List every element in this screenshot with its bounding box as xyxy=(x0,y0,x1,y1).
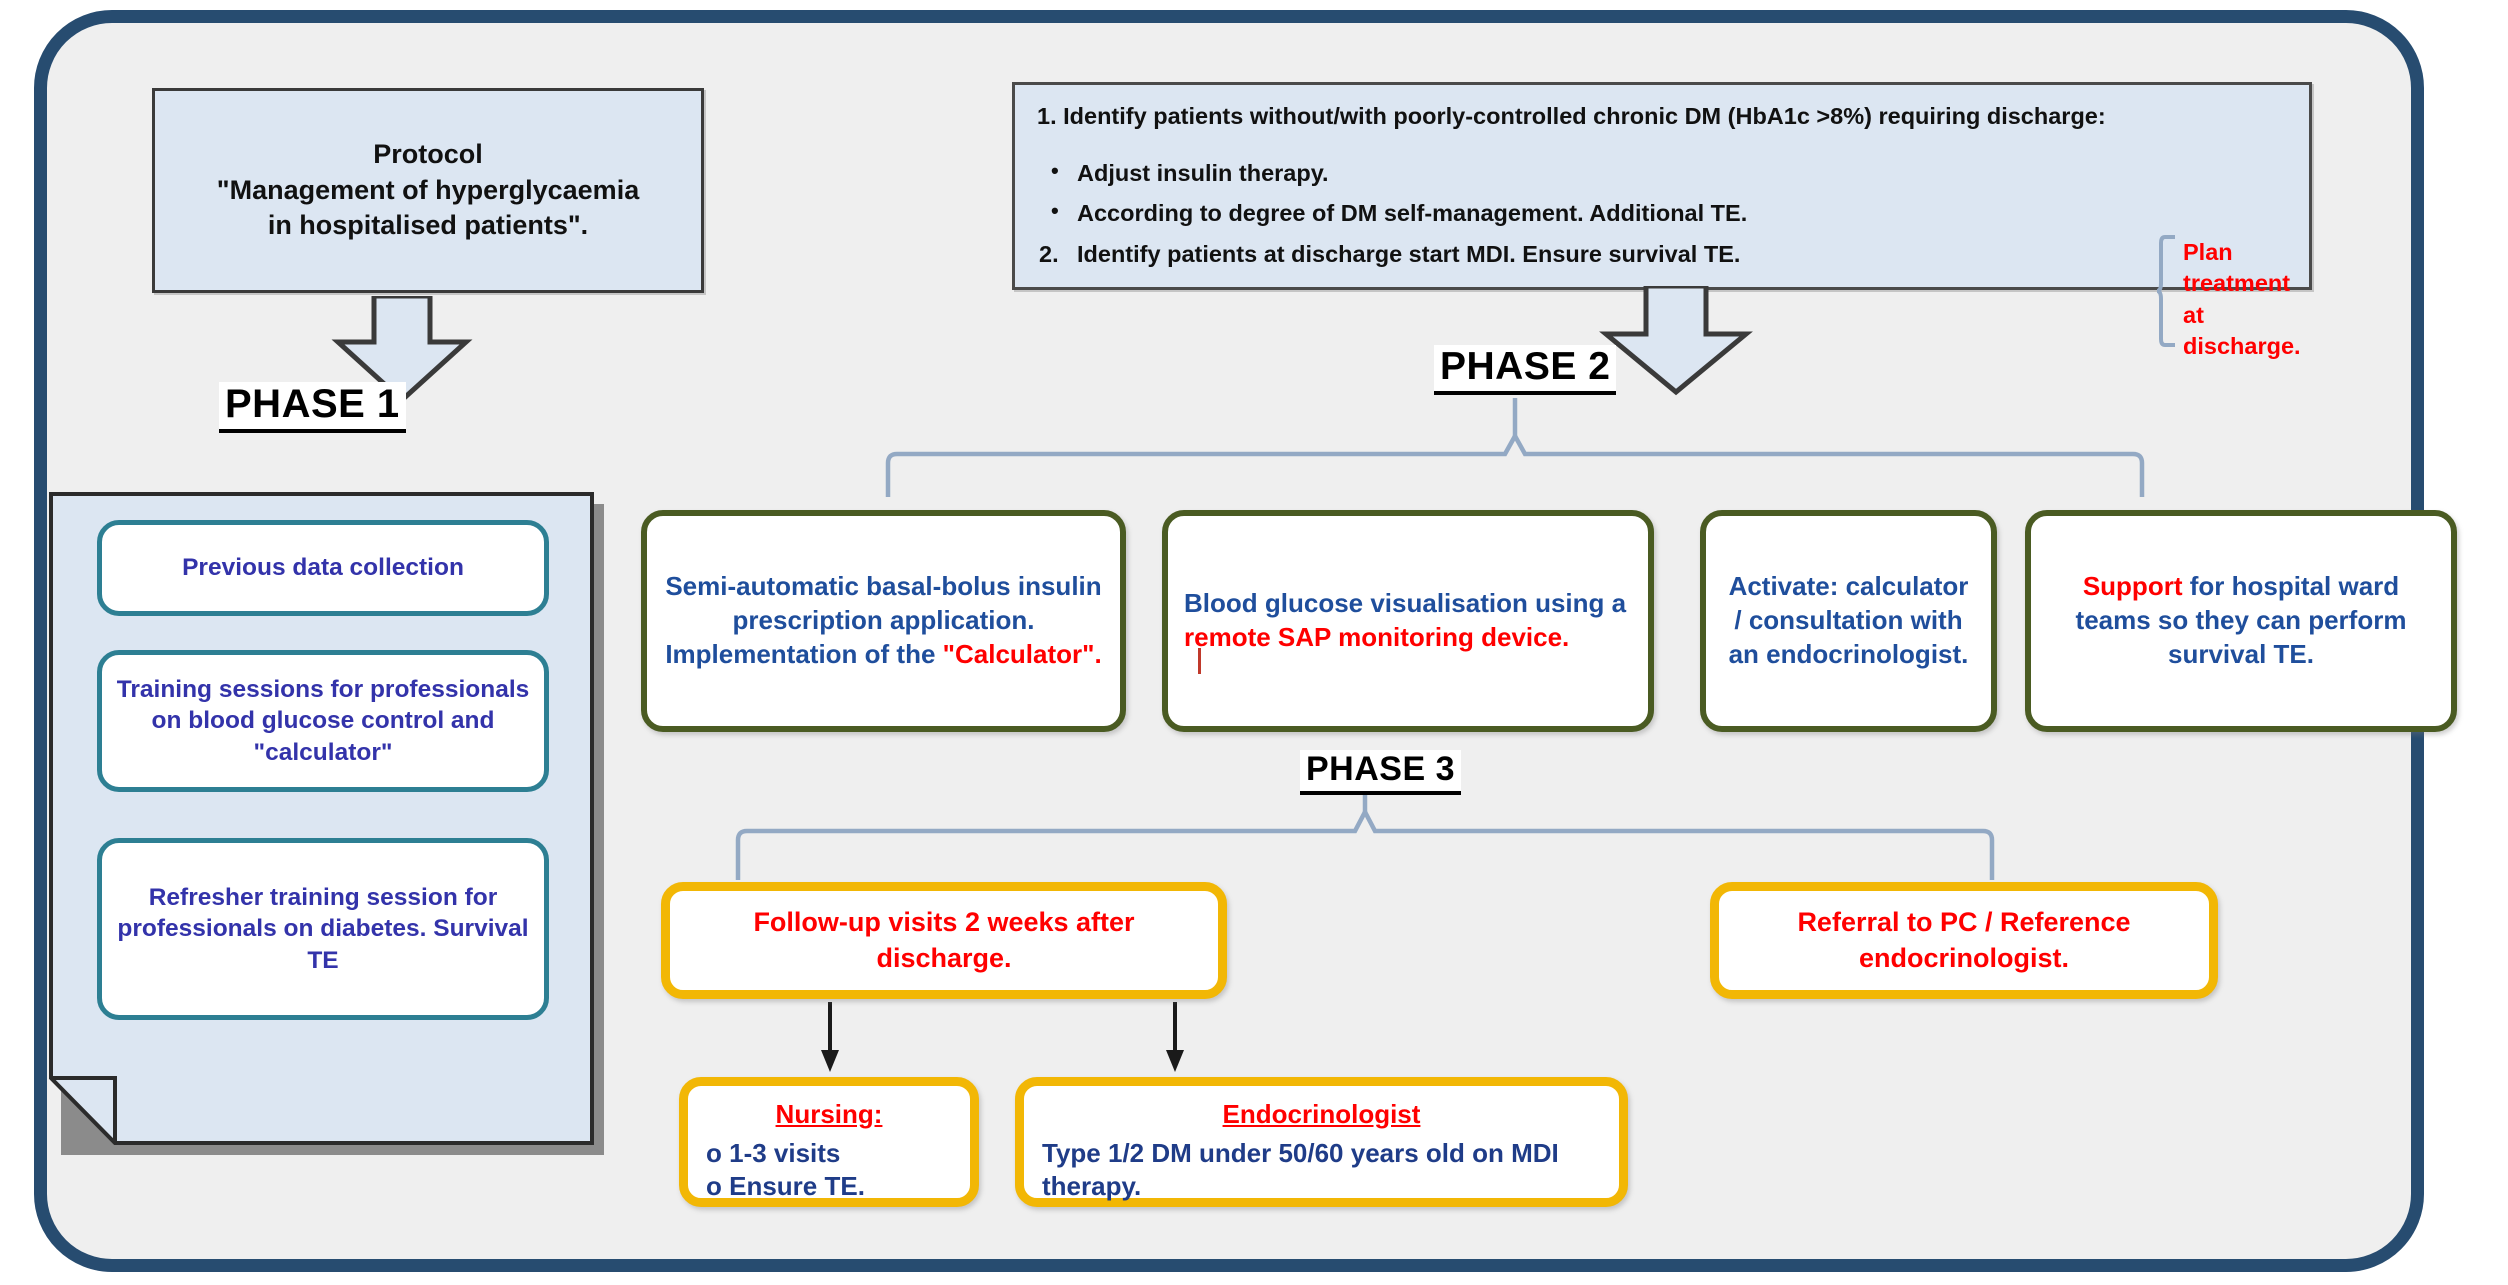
phase1-card-training-sessions: Training sessions for professionals on b… xyxy=(97,650,549,792)
phase2-card-0-red-text: "Calculator". xyxy=(942,638,1102,669)
phase2-card-glucose-visualisation: Blood glucose visualisation using a remo… xyxy=(1162,510,1654,732)
phase2-card-1-red-text: remote SAP monitoring device. xyxy=(1184,622,1570,652)
phase2-card-ward-support: Support for hospital ward teams so they … xyxy=(2025,510,2457,732)
criteria-item-2-text: Identify patients at discharge start MDI… xyxy=(1077,240,1741,267)
nursing-line-2: o Ensure TE. xyxy=(706,1170,865,1201)
down-block-arrow-phase2 xyxy=(1594,286,1758,396)
phase2-card-3-blue-text: for hospital ward teams so they can perf… xyxy=(2075,571,2407,669)
phase3-followup-text: Follow-up visits 2 weeks after discharge… xyxy=(753,907,1135,973)
protocol-line-3: in hospitalised patients". xyxy=(267,210,589,241)
phase3-card-endocrinologist: Endocrinologist Type 1/2 DM under 50/60 … xyxy=(1015,1077,1628,1207)
down-block-arrow-phase1 xyxy=(326,296,478,404)
phase-2-label: PHASE 2 xyxy=(1434,345,1617,395)
phase2-card-1-blue-text: Blood glucose visualisation using a xyxy=(1184,588,1627,619)
phase2-card-calculator-app: Semi-automatic basal-bolus insulin presc… xyxy=(641,510,1126,732)
phase-1-label: PHASE 1 xyxy=(219,382,406,433)
endocrinologist-header: Endocrinologist xyxy=(1222,1099,1421,1129)
phase1-card-0-text: Previous data collection xyxy=(182,554,464,582)
phase1-card-previous-data-collection: Previous data collection xyxy=(97,520,549,616)
protocol-line-1: Protocol xyxy=(373,139,483,170)
nursing-line-1: o 1-3 visits xyxy=(706,1137,841,1168)
phase2-card-0-blue-text: Semi-automatic basal-bolus insulin presc… xyxy=(665,571,1102,669)
phase2-card-3-content: Support for hospital ward teams so they … xyxy=(2047,570,2435,671)
phase2-card-activate-consultation: Activate: calculator / consultation with… xyxy=(1700,510,1997,732)
curly-brace-icon xyxy=(2157,235,2181,347)
criteria-bullet-1-text: Adjust insulin therapy. xyxy=(1077,159,1329,186)
phase1-card-refresher-training: Refresher training session for professio… xyxy=(97,838,549,1020)
bullet-dot-icon: • xyxy=(1051,198,1059,224)
endocrinologist-body: Type 1/2 DM under 50/60 years old on MDI… xyxy=(1042,1137,1559,1201)
criteria-bullet-2-text: According to degree of DM self-managemen… xyxy=(1077,200,1748,227)
text-cursor-artifact xyxy=(1198,648,1201,674)
phase3-card-referral: Referral to PC / Reference endocrinologi… xyxy=(1710,882,2218,999)
phase2-card-0-content: Semi-automatic basal-bolus insulin presc… xyxy=(663,570,1104,671)
criteria-bullet-1: • Adjust insulin therapy. xyxy=(1037,158,2289,189)
phase3-referral-text: Referral to PC / Reference endocrinologi… xyxy=(1797,907,2131,973)
criteria-heading: 1. Identify patients without/with poorly… xyxy=(1037,103,2106,129)
phase3-card-followup-visits: Follow-up visits 2 weeks after discharge… xyxy=(661,882,1227,999)
nursing-header: Nursing: xyxy=(775,1099,883,1129)
protocol-line-2: "Management of hyperglycaemia xyxy=(216,174,640,205)
criteria-bullet-2: • According to degree of DM self-managem… xyxy=(1037,198,2289,229)
plan-treatment-note: Plan treatment at discharge. xyxy=(2183,239,2301,359)
phase3-card-nursing: Nursing: o 1-3 visits o Ensure TE. xyxy=(679,1077,979,1207)
phase-3-label: PHASE 3 xyxy=(1300,750,1461,795)
criteria-item-2-number: 2. xyxy=(1039,240,1059,267)
phase2-card-2-text: Activate: calculator / consultation with… xyxy=(1728,571,1969,669)
discharge-criteria-box: 1. Identify patients without/with poorly… xyxy=(1012,82,2312,359)
phase1-card-2-text: Refresher training session for professio… xyxy=(117,883,529,974)
phase1-card-1-text: Training sessions for professionals on b… xyxy=(116,675,530,766)
phase2-card-3-red-text: Support xyxy=(2082,571,2183,602)
phase2-card-1-content: Blood glucose visualisation using a remo… xyxy=(1184,587,1632,655)
bullet-dot-icon: • xyxy=(1051,157,1059,183)
criteria-item-2: 2. Identify patients at discharge start … xyxy=(1037,239,2289,270)
protocol-box: Protocol "Management of hyperglycaemia i… xyxy=(152,88,704,293)
criteria-bullet-list: • Adjust insulin therapy. • According to… xyxy=(1037,158,2289,229)
